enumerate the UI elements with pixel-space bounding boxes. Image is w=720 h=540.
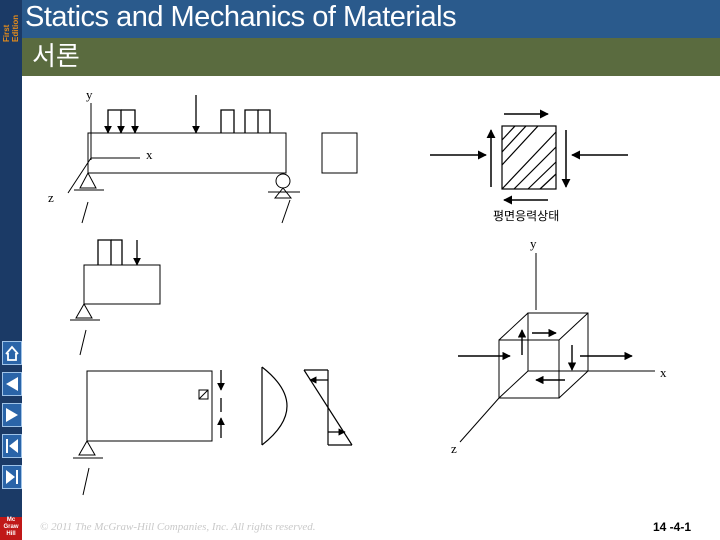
distributed-load-left	[104, 109, 139, 134]
loaded-block	[70, 239, 161, 356]
roller-support-right	[268, 173, 300, 224]
z-axis-1	[67, 157, 92, 194]
section-title: 서론	[32, 42, 80, 72]
edition-label: First Edition	[1, 2, 21, 42]
subheader-bar: 서론	[22, 38, 720, 76]
header-bar: Statics and Mechanics of Materials	[22, 0, 720, 38]
last-icon	[6, 470, 18, 484]
home-icon	[5, 345, 19, 361]
svg-text:Edition: Edition	[11, 15, 20, 42]
first-button[interactable]	[2, 434, 22, 458]
beam-section	[73, 370, 225, 496]
pin-support-left	[74, 171, 104, 224]
next-icon	[6, 408, 18, 422]
copyright-text: © 2011 The McGraw-Hill Companies, Inc. A…	[40, 521, 316, 533]
z-axis-label-1: z	[48, 190, 54, 205]
sidebar: First Edition Mc Graw Hill	[0, 0, 22, 540]
bending-stress-distribution	[303, 369, 353, 446]
page-number: 14 -4-1	[653, 520, 692, 534]
page-title: Statics and Mechanics of Materials	[25, 1, 457, 33]
next-button[interactable]	[2, 403, 22, 427]
z-axis-label-2: z	[451, 441, 457, 456]
beam	[87, 132, 287, 174]
y-axis-label-2: y	[530, 236, 537, 251]
element-outline	[321, 132, 358, 174]
y-axis-label-1: y	[86, 87, 93, 102]
home-button[interactable]	[2, 341, 22, 365]
plane-stress-element	[430, 109, 628, 205]
x-axis-label-1: x	[146, 147, 153, 162]
previous-button[interactable]	[2, 372, 22, 396]
svg-text:First: First	[2, 24, 11, 42]
shear-distribution	[261, 366, 288, 446]
loaded-beam	[67, 95, 300, 224]
first-icon	[6, 439, 18, 453]
last-button[interactable]	[2, 465, 22, 489]
distributed-load-right	[220, 109, 271, 133]
mcgraw-hill-logo: Mc Graw Hill	[0, 517, 22, 540]
stress-cube	[458, 253, 655, 443]
plane-stress-label: 평면응력상태	[493, 209, 559, 223]
previous-icon	[6, 377, 18, 391]
x-axis-label-2: x	[660, 365, 667, 380]
